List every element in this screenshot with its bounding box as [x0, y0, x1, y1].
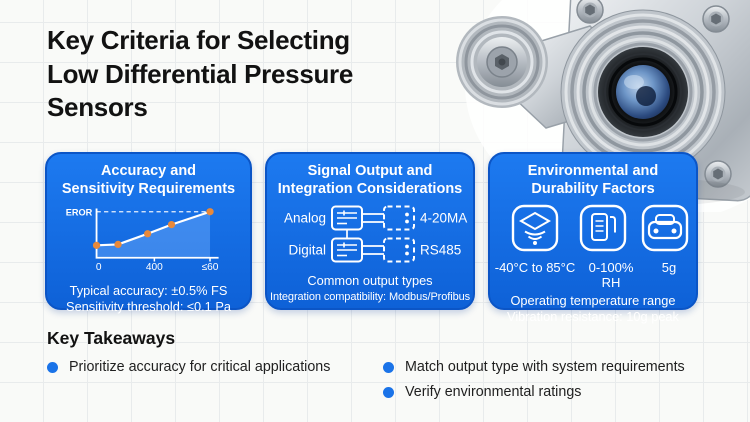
- takeaway-item: Prioritize accuracy for critical applica…: [47, 355, 377, 379]
- screw-icon: [576, 0, 604, 24]
- criteria-cards: Accuracy and Sensitivity Requirements ER…: [45, 152, 698, 324]
- chart-data-point: [205, 208, 214, 216]
- environment-icons: [491, 204, 695, 259]
- chart-data-point: [113, 240, 122, 249]
- chart-data-points: [92, 208, 214, 249]
- layers-stack-icon: [511, 204, 559, 252]
- card-signal-output: Signal Output and Integration Considerat…: [265, 152, 475, 310]
- card-body: Common output types Integration compatib…: [269, 273, 470, 303]
- signal-row-label: Analog: [284, 211, 326, 226]
- takeaway-item: Match output type with system requiremen…: [383, 355, 732, 379]
- bullet-dot-icon: [383, 361, 394, 373]
- spec-label: -40°C to 85°C: [494, 260, 576, 275]
- signal-diagram: Analog 4-20MA: [268, 205, 472, 270]
- chart-data-point: [167, 220, 175, 229]
- bullet-dot-icon: [47, 361, 58, 373]
- environment-icon-labels: -40°C to 85°C 0-100% RH 5g: [491, 260, 695, 290]
- card-accuracy: Accuracy and Sensitivity Requirements ER…: [45, 152, 252, 314]
- page-title-line: Key Criteria for Selecting: [47, 25, 350, 55]
- error-line-chart: EROR 0 400 ≤60: [65, 207, 219, 273]
- takeaways-heading: Key Takeaways: [47, 328, 176, 348]
- humidity-sheet-icon: [579, 204, 627, 252]
- chart-area-fill: [96, 211, 210, 258]
- chart-axes: [95, 208, 219, 259]
- y-axis-label: EROR: [65, 207, 92, 217]
- signal-row-value: RS485: [420, 243, 461, 258]
- screw-icon: [704, 160, 732, 188]
- vibration-mount-icon: [641, 204, 689, 252]
- threaded-fitting: [456, 16, 548, 108]
- source-box-icon: [331, 205, 363, 231]
- chart-data-point: [92, 241, 100, 249]
- x-tick-label: 0: [95, 262, 101, 273]
- page-title-line: Sensors: [47, 92, 148, 122]
- x-tick-label: 400: [145, 262, 162, 273]
- page-title-line: Low Differential Pressure: [47, 58, 354, 89]
- spec-label: 5g: [661, 260, 677, 275]
- output-box-icon: [383, 237, 415, 263]
- card-title: Signal Output and Integration Considerat…: [277, 163, 463, 197]
- page-title: Key Criteria for Selecting Low Different…: [47, 24, 467, 125]
- card-environmental: Environmental and Durability Factors: [488, 152, 698, 324]
- bullet-dot-icon: [383, 386, 394, 398]
- card-body: Typical accuracy: ±0.5% FS Sensitivity t…: [66, 283, 231, 314]
- card-body: Operating temperature range Vibration re…: [507, 293, 679, 324]
- error-chart: EROR 0 400 ≤60: [58, 202, 240, 280]
- signal-row-value: 4-20MA: [420, 211, 467, 226]
- x-tick-label: ≤60: [201, 262, 218, 273]
- screw-icon: [702, 5, 730, 33]
- chart-data-point: [143, 230, 151, 238]
- spec-label: 0-100% RH: [588, 260, 634, 290]
- signal-row-label: Digital: [288, 243, 326, 258]
- card-title: Environmental and Durability Factors: [527, 163, 659, 197]
- source-box-icon: [331, 237, 363, 263]
- takeaways-list: Prioritize accuracy for critical applica…: [47, 355, 732, 404]
- output-box-icon: [383, 205, 415, 231]
- takeaway-item: Verify environmental ratings: [383, 380, 732, 404]
- card-title: Accuracy and Sensitivity Requirements: [61, 163, 236, 197]
